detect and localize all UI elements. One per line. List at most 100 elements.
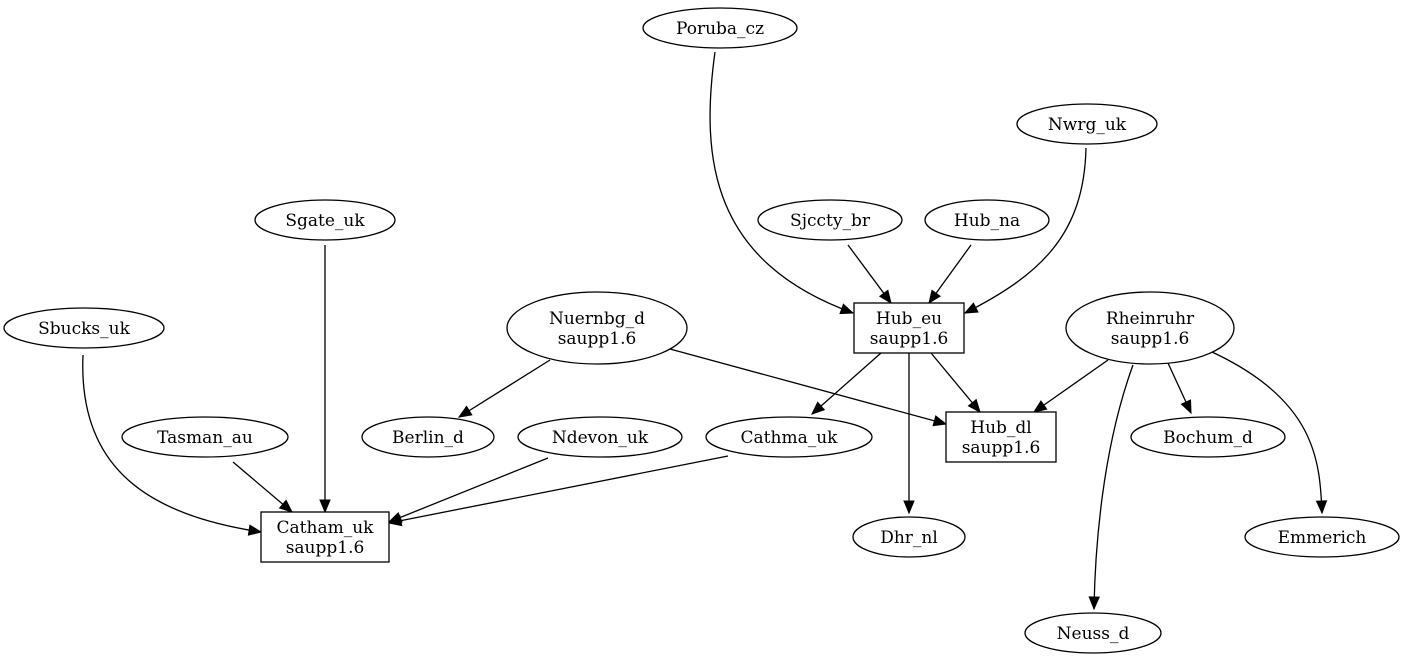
node-cathma: Cathma_uk [705,416,873,458]
node-ellipse [361,416,495,458]
node-ellipse [3,307,165,349]
node-ndevon: Ndevon_uk [517,416,683,458]
edge-sjccty-to-hubeu [847,244,892,305]
edge-line [232,461,293,513]
edge-tasman-to-catham [232,461,293,513]
node-label: Ndevon_uk [552,428,649,448]
edge-line [669,348,947,425]
arrowhead-icon [278,499,293,513]
node-label: Neuss_d [1057,624,1130,644]
node-ellipse [1024,612,1162,654]
node-neuss: Neuss_d [1024,612,1162,654]
edge-hubeu-to-cathma [811,352,882,415]
edge-rhein-to-neuss [1088,364,1134,611]
node-label: Hub_eu [876,309,942,329]
edge-line [82,354,262,533]
edges-layer [82,51,1328,611]
arrowhead-icon [247,524,263,536]
node-label: Sbucks_uk [38,319,130,339]
node-sbucks: Sbucks_uk [3,307,165,349]
edge-line [458,359,551,418]
arrowhead-icon [319,499,331,514]
node-label: Hub_na [954,211,1020,231]
node-sgate: Sgate_uk [254,199,396,241]
node-box [945,411,1057,463]
edge-rhein-to-bochum [1167,362,1192,415]
arrowhead-icon [932,415,948,427]
node-label: Nuernbg_d [549,309,645,329]
node-sjccty: Sjccty_br [757,199,903,241]
node-label: saupp1.6 [962,438,1041,458]
node-ellipse [517,416,683,458]
node-berlin: Berlin_d [361,416,495,458]
edge-rhein-to-hubdl [1032,359,1109,413]
node-ellipse [1065,291,1235,365]
node-ellipse [705,416,873,458]
edge-sgate-to-catham [319,245,331,514]
node-nwrg: Nwrg_uk [1016,103,1158,145]
node-label: Bochum_d [1163,428,1253,448]
arrowhead-icon [903,500,915,515]
node-label: Sjccty_br [790,211,871,231]
node-box [260,511,390,563]
node-label: Tasman_au [157,428,253,448]
edge-line [1211,351,1323,514]
edge-ndevon-to-catham [387,457,549,523]
edge-line [1093,364,1134,610]
edge-poruba-to-hubeu [709,51,855,315]
node-label: Hub_dl [970,418,1031,438]
arrowhead-icon [878,289,892,305]
arrowhead-icon [928,289,941,305]
node-label: Catham_uk [277,518,375,538]
edge-sbucks-to-catham [82,354,263,536]
arrowhead-icon [1088,596,1100,611]
arrowhead-icon [457,405,473,418]
node-label: Dhr_nl [880,528,938,548]
node-ellipse [642,7,798,49]
node-poruba: Poruba_cz [642,7,798,49]
node-label: Rheinruhr [1106,309,1195,329]
node-ellipse [852,516,966,558]
arrowhead-icon [963,302,979,314]
node-label: Sgate_uk [285,211,365,231]
edge-line [388,455,729,524]
node-bochum: Bochum_d [1130,416,1286,458]
edge-line [1033,359,1109,413]
node-tasman: Tasman_au [121,416,289,458]
edge-hubna-to-hubeu [928,244,972,305]
edge-hubeu-to-dhr [903,353,915,515]
edge-line [709,51,854,314]
node-ellipse [1244,516,1400,558]
node-ellipse [254,199,396,241]
edge-line [930,352,981,413]
edge-rhein-to-emmerich [1211,351,1328,515]
arrowhead-icon [811,401,826,415]
edge-line [388,457,549,523]
node-label: saupp1.6 [870,329,949,349]
node-ellipse [1016,103,1158,145]
node-box [853,302,965,354]
edge-hubeu-to-hubdl [930,352,981,414]
edge-nuernbg-to-berlin [457,359,551,418]
arrowhead-icon [1315,500,1328,515]
node-label: Poruba_cz [676,19,764,39]
node-ellipse [121,416,289,458]
node-ellipse [506,291,688,365]
node-label: Cathma_uk [741,428,839,448]
node-label: saupp1.6 [558,329,637,349]
arrowhead-icon [1180,399,1192,415]
node-ellipse [1130,416,1286,458]
edge-line [964,147,1087,314]
node-label: Berlin_d [392,428,464,448]
node-label: saupp1.6 [1111,329,1190,349]
edge-cathma-to-catham [387,455,729,527]
edge-nwrg-to-hubeu [963,147,1087,314]
arrowhead-icon [839,303,855,315]
